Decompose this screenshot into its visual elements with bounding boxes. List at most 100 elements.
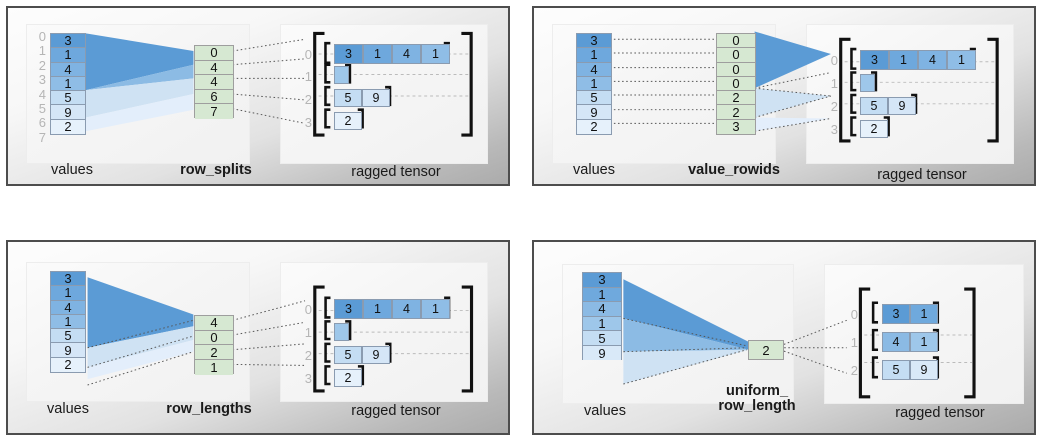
tensor-row-index: 0 (830, 53, 838, 68)
tensor-label: ragged tensor (351, 403, 441, 419)
encoding-cell: 0 (195, 45, 233, 61)
encoding-column-row-lengths: 4 0 2 1 (194, 315, 234, 375)
value-cell: 3 (51, 272, 85, 287)
encoding-cell: 0 (195, 330, 233, 346)
tensor-cell-empty (334, 66, 349, 84)
encoding-cell: 6 (195, 89, 233, 105)
tensor-cell: 2 (334, 112, 362, 130)
tensor-cell: 9 (888, 97, 916, 115)
encoding-cell: 2 (717, 90, 755, 106)
tensor-cell: 3 (334, 44, 363, 64)
value-cell: 1 (577, 76, 611, 92)
tensor-row-index: 1 (304, 325, 312, 340)
value-cell: 4 (51, 300, 85, 315)
tensor-label: ragged tensor (351, 164, 441, 180)
value-cell: 1 (583, 287, 621, 303)
tensor-cell: 3 (860, 50, 889, 70)
tensor-row-index: 3 (830, 122, 838, 137)
tensor-cell: 1 (363, 299, 392, 319)
encoding-label-row-lengths: row_lengths (166, 401, 252, 417)
values-label: values (573, 162, 615, 178)
tensor-cell: 5 (334, 346, 362, 364)
tensor-cell: 1 (363, 44, 392, 64)
tensor-label: ragged tensor (895, 405, 985, 421)
encoding-label-value-rowids: value_rowids (688, 162, 780, 178)
value-cell: 9 (583, 345, 621, 361)
value-cell: 9 (51, 343, 85, 358)
tensor-cell: 4 (392, 44, 421, 64)
tensor-cell-empty (860, 74, 875, 92)
encoding-label-row-splits: row_splits (180, 162, 252, 178)
value-cell: 9 (577, 105, 611, 120)
value-cell: 9 (51, 105, 85, 120)
tensor-row-index: 3 (304, 371, 312, 386)
tensor-cell: 9 (910, 360, 938, 380)
value-cell: 5 (51, 329, 85, 344)
values-column-row-lengths: 3 1 4 1 5 9 2 (50, 271, 86, 373)
tensor-row-index: 2 (850, 363, 858, 378)
value-cell: 2 (51, 119, 85, 134)
tensor-label: ragged tensor (877, 167, 967, 183)
panel-value-rowids: 3 1 4 1 5 9 2 0 0 0 0 2 2 3 0 1 2 3 3 1 … (532, 6, 1036, 186)
tensor-row-index: 0 (304, 302, 312, 317)
value-cell: 1 (51, 286, 85, 301)
tensor-cell: 5 (860, 97, 888, 115)
encoding-cell: 2 (717, 105, 755, 120)
card-tensor-value-rowids (806, 24, 1014, 164)
encoding-cell: 2 (195, 345, 233, 361)
tensor-cell: 2 (860, 120, 888, 138)
tensor-cell: 9 (362, 89, 390, 107)
value-cell: 3 (577, 34, 611, 49)
value-cell: 1 (51, 48, 85, 63)
panel-row-lengths: 3 1 4 1 5 9 2 4 0 2 1 0 1 2 3 3 1 4 1 5 … (6, 240, 510, 435)
encoding-cell: 0 (717, 62, 755, 77)
value-cell: 5 (583, 331, 621, 346)
encoding-cell: 0 (717, 47, 755, 63)
values-label: values (584, 403, 626, 419)
value-cell: 5 (51, 91, 85, 106)
value-cell: 4 (577, 62, 611, 77)
encoding-cell: 0 (717, 76, 755, 92)
value-cell: 1 (583, 316, 621, 332)
encoding-label-uniform: uniform_ row_length (718, 383, 796, 415)
value-cell: 1 (51, 314, 85, 330)
value-cell: 4 (583, 302, 621, 317)
tensor-row-index: 1 (850, 335, 858, 350)
tensor-cell: 1 (421, 299, 450, 319)
encoding-cell: 0 (717, 33, 755, 49)
tensor-row-index: 3 (304, 115, 312, 130)
tensor-cell: 1 (947, 50, 976, 70)
tensor-row-index: 2 (304, 348, 312, 363)
tensor-cell: 5 (882, 360, 910, 380)
values-column-value-rowids: 3 1 4 1 5 9 2 (576, 33, 612, 135)
tensor-cell: 4 (918, 50, 947, 70)
encoding-cell: 7 (195, 104, 233, 119)
encoding-cell: 3 (717, 119, 755, 134)
tensor-cell: 2 (334, 369, 362, 387)
tensor-cell: 3 (334, 299, 363, 319)
values-label: values (51, 162, 93, 178)
value-index-ruler-row-splits: 0 1 2 3 4 5 6 7 (38, 29, 46, 145)
tensor-row-index: 1 (830, 76, 838, 91)
encoding-cell: 4 (195, 315, 233, 331)
encoding-column-value-rowids: 0 0 0 0 2 2 3 (716, 33, 756, 135)
tensor-row-index: 0 (850, 307, 858, 322)
tensor-row-index: 2 (304, 92, 312, 107)
tensor-cell: 1 (421, 44, 450, 64)
tensor-cell: 4 (882, 332, 910, 352)
encoding-cell: 4 (195, 60, 233, 76)
encoding-column-row-splits: 0 4 4 6 7 (194, 45, 234, 119)
value-cell: 5 (577, 91, 611, 106)
value-cell: 2 (577, 119, 611, 134)
values-column-row-splits: 3 1 4 1 5 9 2 (50, 33, 86, 135)
tensor-row-index: 0 (304, 47, 312, 62)
tensor-row-index: 2 (830, 99, 838, 114)
encoding-cell: 4 (195, 74, 233, 90)
values-column-uniform: 3 1 4 1 5 9 (582, 272, 622, 361)
value-cell: 4 (51, 62, 85, 77)
values-label: values (47, 401, 89, 417)
tensor-row-index: 1 (304, 69, 312, 84)
panel-row-splits: 0 1 2 3 4 5 6 7 3 1 4 1 5 9 2 0 4 4 6 7 (6, 6, 510, 186)
encoding-cell-uniform: 2 (748, 340, 784, 360)
